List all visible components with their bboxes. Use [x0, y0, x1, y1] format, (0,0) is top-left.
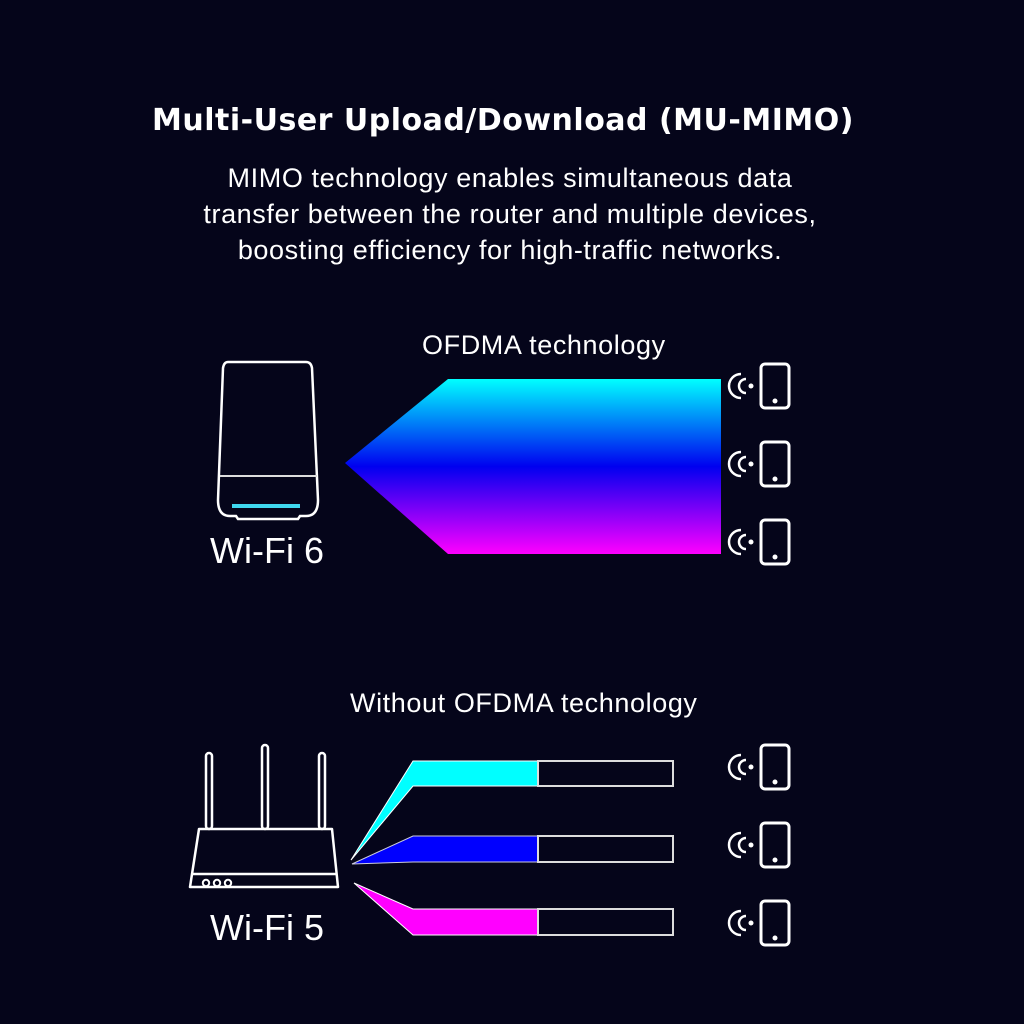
stream-magenta [353, 882, 674, 936]
smartphone-icon [727, 899, 791, 947]
smartphone-icon [727, 362, 791, 410]
antenna-router-icon [188, 743, 340, 889]
description-line: boosting efficiency for high-traffic net… [237, 235, 783, 265]
stream-blue [351, 835, 674, 865]
wifi5-label: Wi-Fi 5 [210, 907, 324, 948]
ofdma-caption: OFDMA technology [422, 330, 666, 360]
description-line: MIMO technology enables simultaneous dat… [227, 163, 793, 193]
no-ofdma-caption: Without OFDMA technology [350, 688, 698, 718]
smartphone-icon [727, 518, 791, 566]
smartphone-icon [727, 440, 791, 488]
description: MIMO technology enables simultaneous dat… [0, 160, 1020, 268]
smartphone-icon [727, 743, 791, 791]
mesh-router-icon [216, 360, 320, 521]
smartphone-icon [727, 821, 791, 869]
stream-cyan [350, 760, 674, 861]
ofdma-beam [345, 379, 721, 554]
page-title: Multi-User Upload/Download (MU-MIMO) [152, 103, 854, 138]
description-line: transfer between the router and multiple… [203, 199, 817, 229]
wifi6-label: Wi-Fi 6 [210, 530, 324, 571]
